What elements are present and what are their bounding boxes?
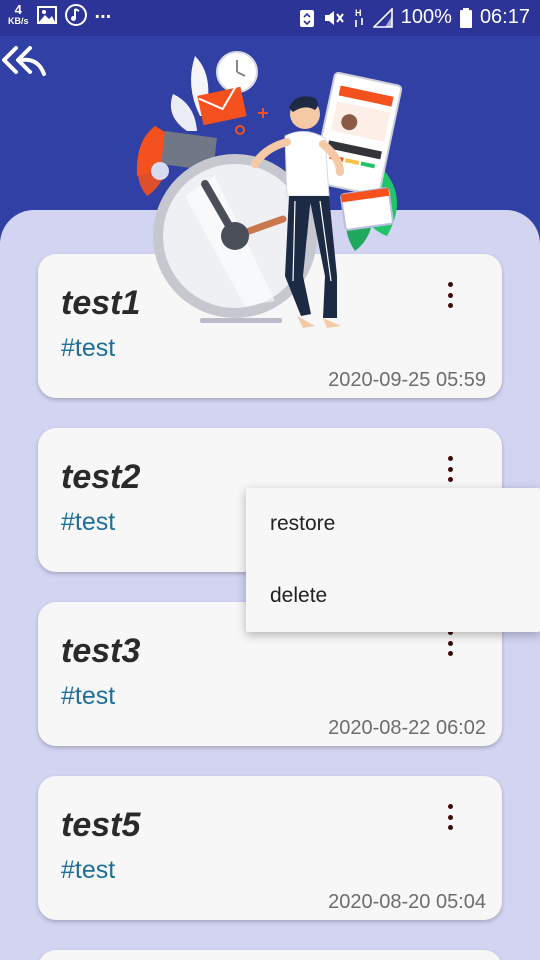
back-button[interactable] bbox=[0, 44, 48, 80]
more-options-icon[interactable] bbox=[442, 280, 458, 310]
delete-menu-item[interactable]: delete bbox=[270, 584, 328, 607]
note-tag[interactable]: #test bbox=[61, 334, 116, 362]
status-overflow: ... bbox=[94, 0, 112, 23]
network-speed: 4 KB/s bbox=[8, 2, 29, 26]
more-options-icon[interactable] bbox=[442, 628, 458, 658]
battery-icon bbox=[459, 7, 472, 28]
restore-menu-item[interactable]: restore bbox=[270, 512, 336, 535]
note-card[interactable]: test1 #test 2020-09-25 05:59 bbox=[38, 254, 502, 398]
note-title: test2 bbox=[61, 458, 141, 496]
network-speed-value: 4 bbox=[14, 2, 22, 17]
mute-icon bbox=[323, 8, 345, 28]
popup-menu: restore delete bbox=[246, 488, 540, 632]
note-date: 2020-08-20 05:04 bbox=[328, 891, 486, 913]
more-options-icon[interactable] bbox=[442, 454, 458, 484]
note-tag[interactable]: #test bbox=[61, 508, 116, 536]
note-title: test5 bbox=[61, 806, 141, 844]
note-date: 2020-09-25 05:59 bbox=[328, 369, 486, 391]
double-chevron-back-icon bbox=[0, 46, 48, 84]
status-right: H 100% 06:17 bbox=[299, 6, 530, 29]
svg-text:H: H bbox=[355, 8, 362, 18]
note-title: test1 bbox=[61, 284, 141, 322]
note-card[interactable]: test5 #test 2020-08-20 05:04 bbox=[38, 776, 502, 920]
note-card-partial[interactable] bbox=[38, 950, 502, 960]
note-date: 2020-08-22 06:02 bbox=[328, 717, 486, 739]
gallery-icon bbox=[36, 6, 57, 24]
recycle-icon bbox=[299, 8, 315, 28]
note-tag[interactable]: #test bbox=[61, 682, 116, 710]
more-options-icon[interactable] bbox=[442, 802, 458, 832]
note-title: test3 bbox=[61, 632, 141, 670]
battery-percent: 100% bbox=[400, 6, 452, 28]
signal-icon bbox=[372, 7, 393, 28]
data-h-icon: H bbox=[353, 7, 365, 29]
status-time: 06:17 bbox=[479, 6, 530, 28]
music-icon bbox=[64, 4, 87, 26]
status-left: 4 KB/s ... bbox=[8, 0, 112, 26]
status-bar: 4 KB/s ... H 100% 06:17 bbox=[0, 0, 540, 36]
network-speed-unit: KB/s bbox=[8, 16, 29, 26]
note-tag[interactable]: #test bbox=[61, 856, 116, 884]
